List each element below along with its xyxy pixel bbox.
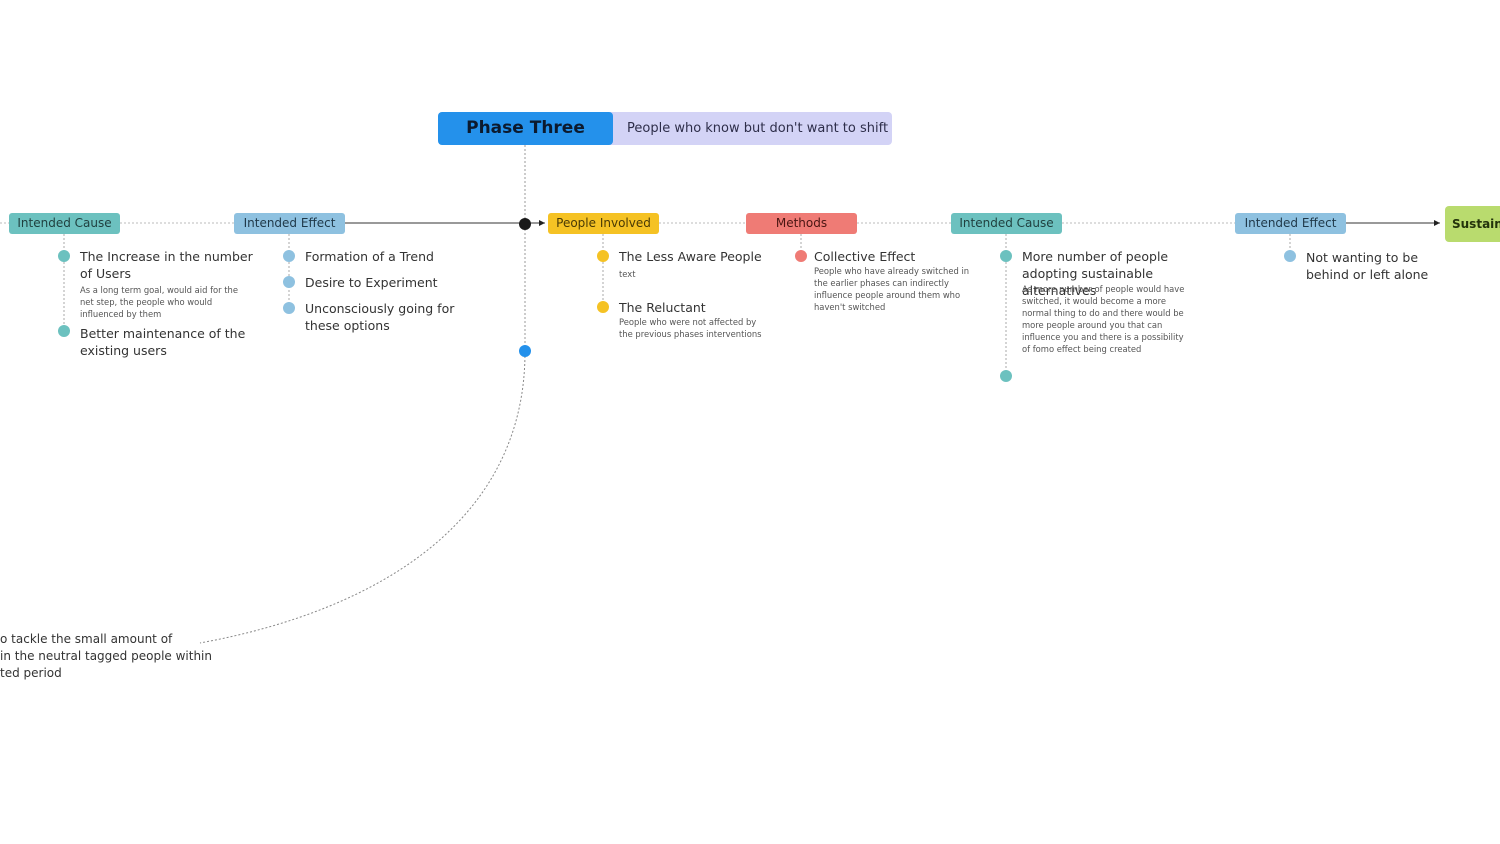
bullet-dot — [795, 250, 807, 262]
left-note-line-3[interactable]: ted period — [0, 666, 62, 680]
people-item-2[interactable]: The Reluctant — [619, 300, 706, 315]
tag-sustainability[interactable]: Sustaina — [1445, 206, 1500, 242]
methods-item-1-note: People who have already switched in the … — [814, 266, 970, 312]
effect1-item-3[interactable]: Unconsciously going for these options — [305, 301, 455, 333]
tag-intended-effect-1[interactable]: Intended Effect — [234, 213, 345, 234]
bullet-dot — [283, 276, 295, 288]
tag-methods[interactable]: Methods — [746, 213, 857, 234]
bullet-dot — [283, 302, 295, 314]
people-item-2-note: People who were not affected by the prev… — [619, 317, 762, 339]
effect1-item-2[interactable]: Desire to Experiment — [305, 275, 438, 290]
cause1-item-1[interactable]: The Increase in the number of Users — [80, 249, 253, 281]
cause2-item-1-note: As more number of people would have swit… — [1022, 284, 1185, 354]
bullet-dot — [283, 250, 295, 262]
main-junction-dot[interactable] — [519, 218, 531, 230]
phase-end-dot[interactable] — [519, 345, 531, 357]
left-note-line-1[interactable]: o tackle the small amount of — [0, 632, 173, 646]
cause1-item-1-note: As a long term goal, would aid for the n… — [80, 285, 239, 319]
tag-people-involved[interactable]: People Involved — [548, 213, 659, 234]
bullet-dot — [58, 250, 70, 262]
effect1-item-1[interactable]: Formation of a Trend — [305, 249, 434, 264]
effect2-item-1[interactable]: Not wanting to be behind or left alone — [1306, 250, 1429, 282]
bullet-dot — [597, 301, 609, 313]
tag-intended-effect-2[interactable]: Intended Effect — [1235, 213, 1346, 234]
tag-intended-cause-1[interactable]: Intended Cause — [9, 213, 120, 234]
bullet-dot — [1000, 370, 1012, 382]
bullet-dot — [1000, 250, 1012, 262]
bullet-dot — [597, 250, 609, 262]
curve-connector — [199, 351, 526, 644]
tag-intended-cause-2[interactable]: Intended Cause — [951, 213, 1062, 234]
phase-title[interactable]: Phase Three — [438, 112, 613, 145]
phase-description[interactable]: People who know but don't want to shift — [608, 112, 892, 145]
bullet-dot — [1284, 250, 1296, 262]
left-note-line-2[interactable]: in the neutral tagged people within — [0, 649, 212, 663]
bullet-dot — [58, 325, 70, 337]
people-item-1-note: text — [619, 269, 636, 279]
cause1-item-2[interactable]: Better maintenance of the existing users — [80, 326, 246, 358]
cause2-item-1[interactable]: More number of people adopting sustainab… — [1022, 249, 1169, 298]
methods-item-1[interactable]: Collective Effect — [814, 249, 916, 264]
people-item-1[interactable]: The Less Aware People — [619, 249, 762, 264]
